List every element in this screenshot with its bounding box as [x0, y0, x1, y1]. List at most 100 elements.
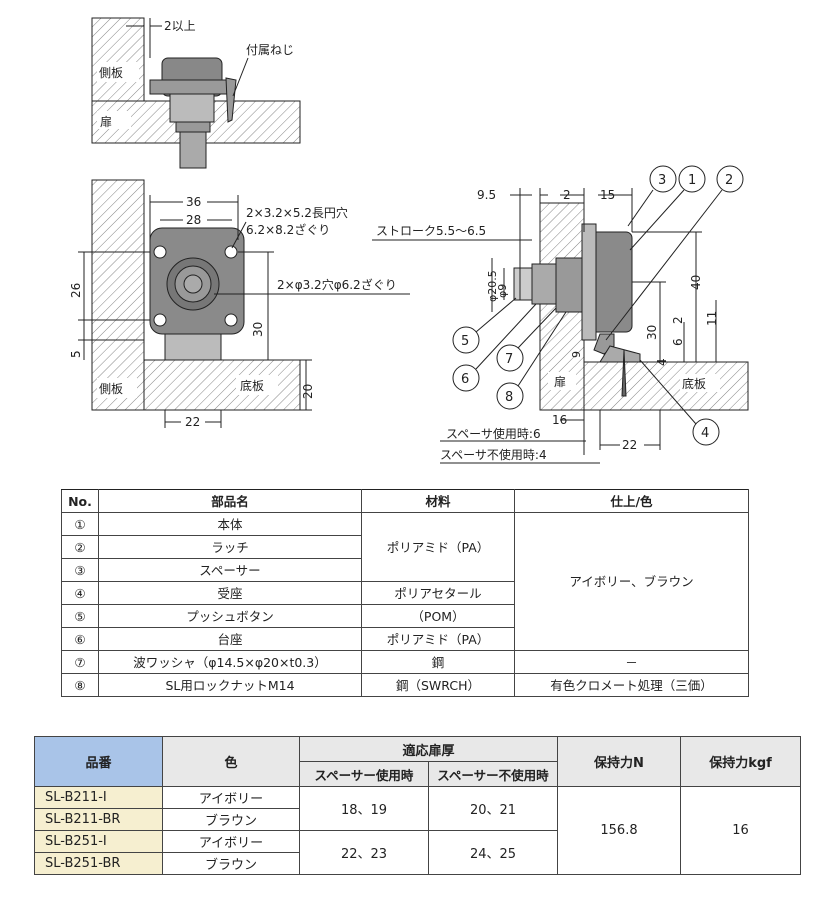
bottom-panel-front [143, 359, 301, 411]
spec-header-color: 色 [162, 736, 300, 787]
spec-header-thickness: 適応扉厚 [299, 736, 558, 762]
dim-22-front: 22 [185, 415, 200, 429]
part-number: SL-B251-BR [34, 852, 163, 875]
svg-text:7: 7 [505, 352, 513, 367]
hole-note-2: 2×φ3.2穴φ6.2ざぐり [277, 277, 397, 292]
bottom-panel-label-front: 底板 [240, 378, 264, 393]
part-material: （POM） [361, 604, 515, 628]
part-no: ⑦ [61, 650, 99, 674]
part-finish: 有色クロメート処理（三価） [514, 673, 749, 697]
spacer-used-label: スペーサ使用時:6 [446, 426, 541, 441]
callout-2: 2 [605, 165, 744, 341]
thickness-without-spacer: 20、21 [428, 786, 558, 831]
callout-4: 4 [639, 359, 720, 446]
part-finish: － [514, 650, 749, 674]
thickness-with-spacer: 18、19 [299, 786, 429, 831]
table-row: SL-B211-I アイボリー 18、19 20、21 156.8 16 [34, 786, 801, 875]
dim-9-5: 9.5 [477, 188, 496, 202]
callout-5: 5 [452, 297, 517, 354]
spec-header-with-spacer: スペーサー使用時 [299, 761, 429, 787]
dim-30-front: 30 [251, 322, 265, 337]
table-row: ⑧ SL用ロックナットM14 鋼（SWRCH） 有色クロメート処理（三価） [61, 673, 749, 697]
dim-9-right: 9 [570, 351, 583, 358]
table-row: ④ 受座 ポリアセタール [61, 581, 749, 605]
bottom-section [583, 361, 749, 411]
dim-28: 28 [186, 213, 201, 227]
part-finish: アイボリー、ブラウン [514, 512, 749, 651]
stroke-label: ストローク5.5〜6.5 [376, 224, 486, 238]
dim-36: 36 [186, 195, 201, 209]
spacer-unused-label: スペーサ不使用時:4 [440, 447, 547, 462]
part-material: ポリアセタール [361, 581, 515, 605]
part-no: ⑥ [61, 627, 99, 651]
parts-header-no: No. [61, 489, 99, 513]
svg-text:3: 3 [658, 173, 666, 188]
parts-table: No. 部品名 材料 仕上/色 ① 本体 ポリアミド（PA） アイボリー、ブラウ… [61, 489, 749, 697]
spec-header-part-number: 品番 [34, 736, 163, 787]
svg-text:4: 4 [701, 426, 709, 441]
bottom-label-section: 底板 [682, 376, 706, 391]
svg-text:5: 5 [461, 334, 469, 349]
table-row: SL-B211-BR ブラウン [34, 808, 801, 831]
part-name: 本体 [98, 512, 362, 536]
spec-header-force-n: 保持力N [557, 736, 681, 787]
side-panel-front [91, 179, 145, 411]
holding-force-n: 156.8 [557, 786, 681, 875]
dim-40: 40 [689, 275, 703, 290]
dim-6: 6 [671, 338, 685, 346]
spec-header-without-spacer: スペーサー不使用時 [428, 761, 558, 787]
dim-phi9: φ9 [496, 284, 509, 298]
callout-3: 3 [627, 165, 677, 227]
callout-7: 7 [496, 307, 557, 372]
dim-16: 16 [552, 413, 567, 427]
part-no: ④ [61, 581, 99, 605]
dim-26: 26 [69, 283, 83, 298]
part-no: ② [61, 535, 99, 559]
hole-note-1a: 2×3.2×5.2長円穴 [246, 205, 348, 220]
svg-text:1: 1 [688, 173, 696, 188]
parts-header-material: 材料 [361, 489, 515, 513]
svg-text:6: 6 [461, 372, 469, 387]
door-label-section: 扉 [554, 375, 566, 389]
gap-label: 2以上 [164, 19, 196, 33]
part-color: ブラウン [162, 852, 300, 875]
top-detail-view: 2以上 付属ねじ 側板 扉 [91, 17, 301, 169]
side-panel-label-front: 側板 [99, 382, 123, 396]
dim-4-right: 4 [655, 358, 669, 366]
table-row: ⑦ 波ワッシャ（φ14.5×φ20×t0.3） 鋼 － [61, 650, 749, 674]
side-panel-top [91, 17, 145, 102]
part-material: 鋼 [361, 650, 515, 674]
part-name: ラッチ [98, 535, 362, 559]
door-label-top: 扉 [100, 115, 112, 129]
part-no: ⑤ [61, 604, 99, 628]
dim-2-right: 2 [671, 316, 685, 324]
part-material: ポリアミド（PA） [361, 627, 515, 651]
callout-8: 8 [496, 311, 567, 410]
svg-text:8: 8 [505, 390, 513, 405]
part-name: 波ワッシャ（φ14.5×φ20×t0.3） [98, 650, 362, 674]
part-number: SL-B211-BR [34, 808, 163, 831]
dim-20: 20 [301, 384, 315, 399]
technical-drawing: 2以上 付属ねじ 側板 扉 36 28 2×3.2×5.2長円穴 6.2×8.2… [69, 17, 749, 464]
part-number: SL-B211-I [34, 786, 163, 809]
callout-1: 1 [629, 165, 706, 251]
part-name: プッシュボタン [98, 604, 362, 628]
part-color: アイボリー [162, 830, 300, 853]
dim-phi20-5: φ20.5 [486, 270, 499, 302]
parts-header-name: 部品名 [98, 489, 362, 513]
part-color: ブラウン [162, 808, 300, 831]
part-number: SL-B251-I [34, 830, 163, 853]
part-no: ① [61, 512, 99, 536]
part-name: SL用ロックナットM14 [98, 673, 362, 697]
hole-note-1b: 6.2×8.2ざぐり [246, 222, 330, 237]
side-panel-label-top: 側板 [99, 66, 123, 80]
table-row: ① 本体 ポリアミド（PA） アイボリー、ブラウン [61, 512, 749, 651]
part-name: スペーサー [98, 558, 362, 582]
part-no: ⑧ [61, 673, 99, 697]
spec-table: 品番 色 適応扉厚 保持力N 保持力kgf スペーサー使用時 スペーサー不使用時… [34, 736, 801, 875]
dim-22-section: 22 [622, 438, 637, 452]
part-name: 台座 [98, 627, 362, 651]
dim-2-top: 2 [563, 188, 571, 202]
dim-15: 15 [600, 188, 615, 202]
dim-11: 11 [705, 311, 719, 326]
